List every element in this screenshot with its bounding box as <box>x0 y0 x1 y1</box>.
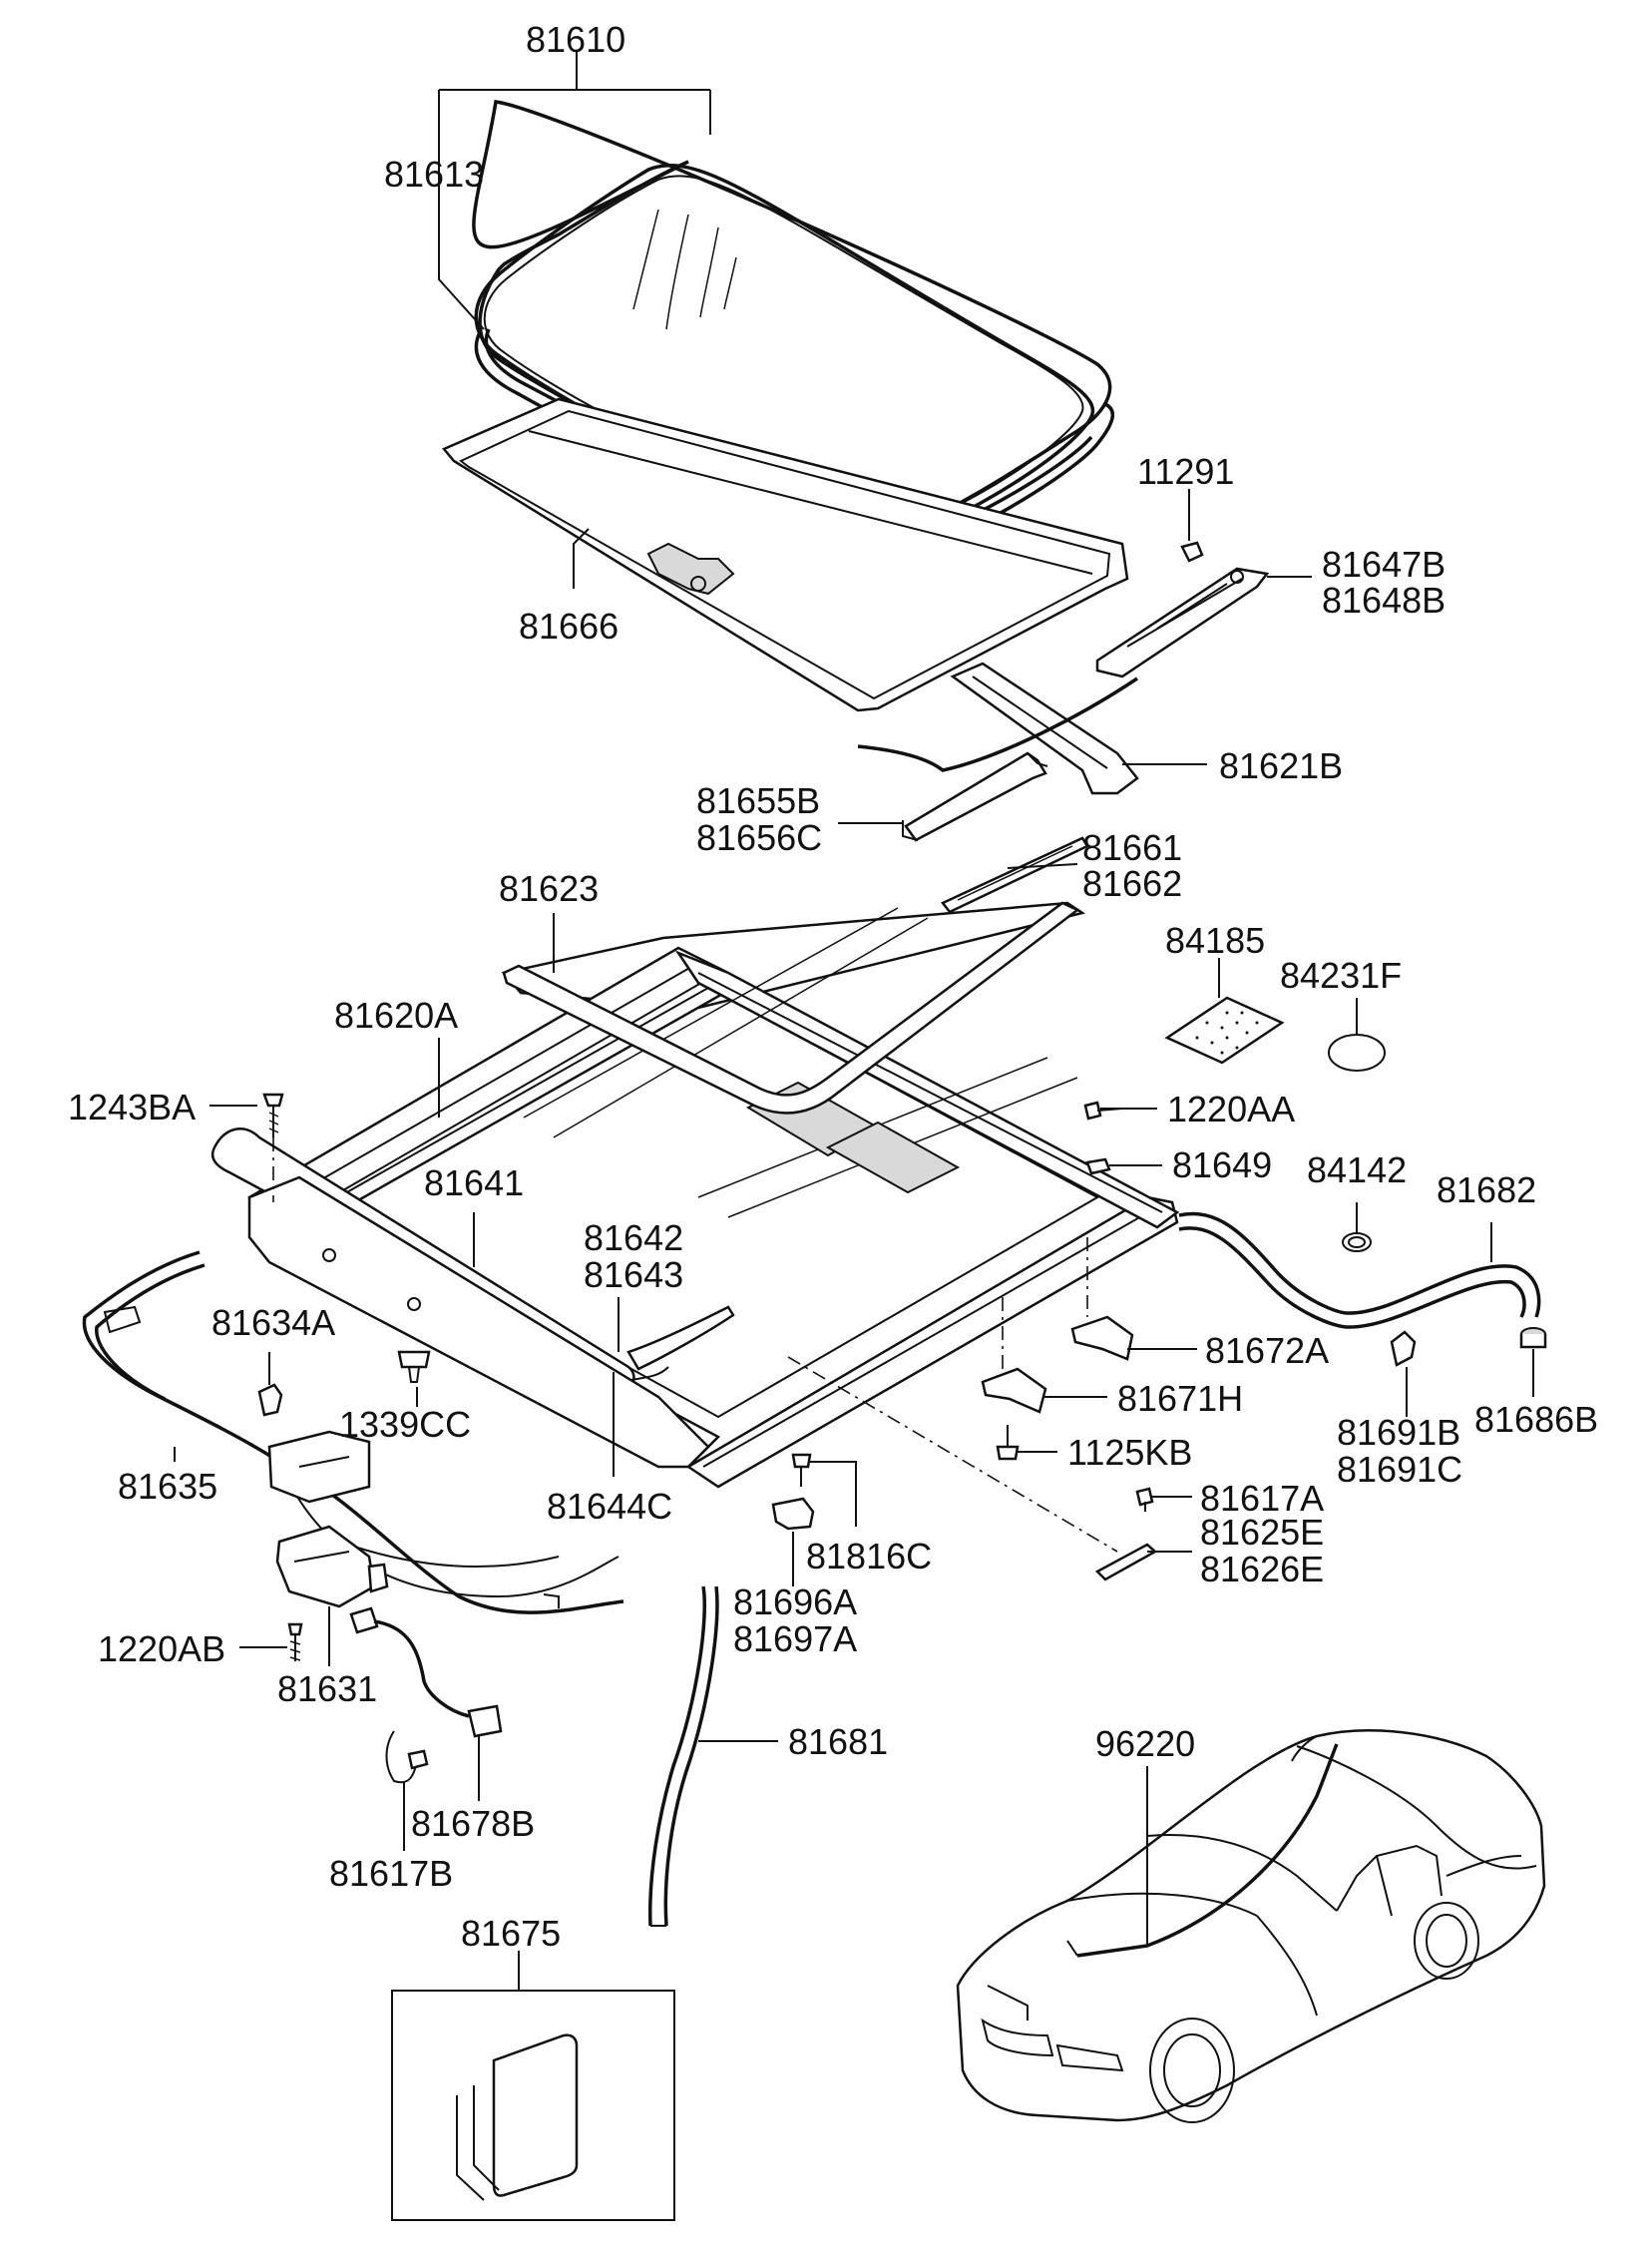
label-81623: 81623 <box>499 868 599 909</box>
clip-81691B <box>1390 1330 1417 1367</box>
label-81610: 81610 <box>526 19 625 60</box>
cable-81635 <box>82 1250 624 1614</box>
label-81816C: 81816C <box>806 1536 932 1577</box>
clip-81696A <box>771 1497 815 1531</box>
clip-81634A <box>257 1383 283 1417</box>
label-11291: 11291 <box>1137 451 1234 492</box>
label-96220: 96220 <box>1095 1723 1195 1764</box>
label-81666: 81666 <box>519 606 619 647</box>
drain-hose-81681 <box>647 1585 719 1927</box>
label-84231F: 84231F <box>1280 955 1402 996</box>
motor-81631 <box>267 1430 389 1608</box>
label-81647B: 81647B <box>1322 544 1446 585</box>
strip-81661 <box>941 836 1089 914</box>
label-81682: 81682 <box>1437 1169 1536 1210</box>
box-81675 <box>391 1990 675 2221</box>
label-81644C: 81644C <box>547 1486 672 1527</box>
grommet-84142 <box>1342 1232 1372 1252</box>
clip-81649 <box>1085 1157 1111 1175</box>
screw-1220AA <box>1083 1101 1123 1121</box>
screw-81617A <box>1135 1487 1154 1512</box>
label-81631: 81631 <box>277 1668 377 1709</box>
rod-81655B <box>902 751 1048 842</box>
label-81656C: 81656C <box>696 817 822 858</box>
front-housing <box>247 1175 710 1469</box>
label-81662: 81662 <box>1082 863 1182 904</box>
label-81641: 81641 <box>424 1162 524 1203</box>
car-96220 <box>956 1729 1546 2123</box>
label-81643: 81643 <box>584 1254 683 1295</box>
label-81617B: 81617B <box>329 1853 453 1894</box>
label-81661: 81661 <box>1082 827 1182 868</box>
label-81648B: 81648B <box>1322 580 1446 621</box>
label-81626E: 81626E <box>1200 1549 1324 1589</box>
harness-81678B <box>349 1606 503 1738</box>
label-81617A: 81617A <box>1200 1478 1324 1519</box>
label-81675: 81675 <box>461 1913 561 1954</box>
label-81691C: 81691C <box>1337 1449 1462 1490</box>
label-81613: 81613 <box>384 154 484 195</box>
label-1220AB: 1220AB <box>98 1628 225 1669</box>
cable-tie-81617B <box>385 1730 429 1784</box>
nut-1339CC <box>397 1350 431 1383</box>
screw-1220AB <box>287 1622 303 1661</box>
label-81625E: 81625E <box>1200 1512 1324 1553</box>
label-81697A: 81697A <box>733 1618 857 1659</box>
bracket-81672A <box>1070 1237 1134 1361</box>
clip-11291 <box>1180 541 1204 563</box>
label-81620A: 81620A <box>334 995 458 1036</box>
label-81696A: 81696A <box>733 1581 857 1622</box>
label-81691B: 81691B <box>1337 1412 1460 1453</box>
bracket-81671H <box>981 1297 1047 1414</box>
cap-81686B <box>1519 1327 1547 1349</box>
label-1243BA: 1243BA <box>68 1087 196 1128</box>
label-81621B: 81621B <box>1219 745 1343 786</box>
label-81686B: 81686B <box>1474 1399 1598 1440</box>
label-1339CC: 1339CC <box>339 1404 471 1445</box>
label-81671H: 81671H <box>1117 1378 1243 1419</box>
label-81634A: 81634A <box>211 1302 335 1343</box>
label-84185: 84185 <box>1165 920 1265 961</box>
label-81655B: 81655B <box>696 780 820 821</box>
label-81642: 81642 <box>584 1217 683 1258</box>
label-81681: 81681 <box>788 1721 888 1762</box>
label-1125KB: 1125KB <box>1067 1432 1192 1473</box>
leader-lines <box>174 52 1534 1991</box>
label-81672A: 81672A <box>1205 1330 1329 1371</box>
label-84142: 84142 <box>1307 1149 1407 1190</box>
label-81635: 81635 <box>118 1466 217 1507</box>
label-1220AA: 1220AA <box>1167 1089 1295 1129</box>
pad-84185 <box>1164 996 1285 1065</box>
label-81678B: 81678B <box>411 1803 535 1844</box>
screw-1243BA <box>262 1093 284 1202</box>
label-81649: 81649 <box>1172 1144 1272 1185</box>
sunshade-81666 <box>441 397 1129 712</box>
drain-hose-81682 <box>1178 1211 1541 1329</box>
part-labels: 81610 81613 11291 81647B 81648B 81666 81… <box>68 19 1598 1954</box>
deflector-81623 <box>502 901 1080 1115</box>
guide-81621B <box>857 662 1139 795</box>
link-81647B <box>1095 567 1270 678</box>
bolt-1125KB <box>996 1425 1020 1461</box>
screw-81816C <box>791 1453 812 1487</box>
grommet-84231F <box>1328 1034 1386 1072</box>
